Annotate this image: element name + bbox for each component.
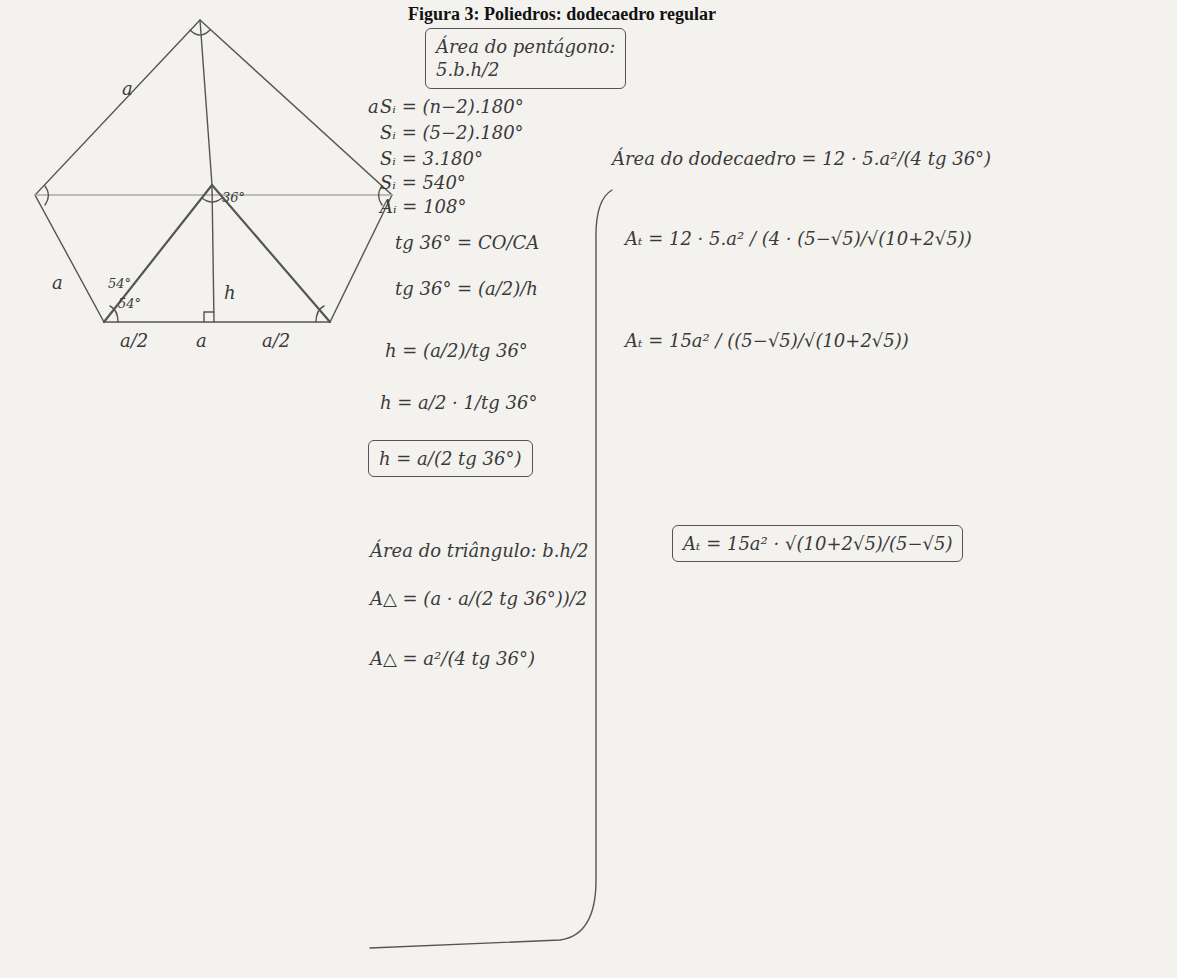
formula-line: Aᵢ = 108° — [380, 196, 467, 218]
formula-line: h = (a/2)/tg 36° — [385, 340, 528, 362]
figure-label: a/2 — [120, 330, 148, 352]
formula-line: Aₜ = 15a² / ((5−√5)/√(10+2√5)) — [625, 330, 909, 352]
formula-box: h = a/(2 tg 36°) — [368, 440, 533, 477]
formula-line: tg 36° = CO/CA — [395, 232, 539, 254]
formula-line: Área do dodecaedro = 12 · 5.a²/(4 tg 36°… — [612, 148, 991, 170]
formula-line: Sᵢ = 540° — [380, 172, 466, 194]
pentagon-outline — [35, 20, 392, 322]
formula-line: Sᵢ = (5−2).180° — [380, 122, 524, 144]
formula-line: tg 36° = (a/2)/h — [395, 278, 538, 300]
angle-arc — [202, 198, 222, 202]
axis-line — [200, 20, 212, 185]
formula-line: Sᵢ = (n−2).180° — [380, 96, 524, 118]
formula-line: h = a/2 · 1/tg 36° — [380, 392, 537, 414]
angle-arc — [190, 30, 210, 35]
formula-box: Aₜ = 15a² · √(10+2√5)/(5−√5) — [672, 525, 963, 562]
formula-line: A△ = a²/(4 tg 36°) — [370, 648, 535, 670]
formula-text: Aₜ = 15a² · √(10+2√5)/(5−√5) — [683, 532, 952, 555]
figure-label: a — [52, 272, 63, 294]
figure-label: 54° — [118, 296, 141, 312]
figure-label: a — [196, 330, 207, 352]
angle-arc — [316, 306, 324, 322]
figure-label: a — [368, 96, 379, 118]
diagonal-line — [35, 194, 392, 195]
figure-title: Figura 3: Poliedros: dodecaedro regular — [408, 4, 716, 25]
formula-box: Área do pentágono:5.b.h/2 — [425, 28, 626, 89]
figure-label: 54° — [108, 276, 131, 292]
brace-line — [370, 190, 612, 948]
figure-label: 36° — [222, 190, 245, 206]
figure-label: a — [122, 78, 133, 100]
radius-line — [212, 185, 330, 322]
figure-label: a/2 — [262, 330, 290, 352]
angle-arc — [110, 306, 118, 322]
formula-text: h = a/(2 tg 36°) — [379, 447, 522, 470]
formula-line: Aₜ = 12 · 5.a² / (4 · (5−√5)/√(10+2√5)) — [625, 228, 972, 250]
height-line — [212, 185, 214, 322]
formula-line: Sᵢ = 3.180° — [380, 148, 483, 170]
formula-line: A△ = (a · a/(2 tg 36°))/2 — [370, 588, 587, 610]
radius-line — [104, 185, 212, 322]
formula-text: 5.b.h/2 — [436, 58, 615, 81]
formula-text: Área do pentágono: — [436, 35, 615, 58]
figure-label: h — [224, 282, 236, 304]
angle-arc — [45, 186, 49, 205]
formula-line: Área do triângulo: b.h/2 — [370, 540, 589, 562]
right-angle-mark — [204, 312, 214, 322]
